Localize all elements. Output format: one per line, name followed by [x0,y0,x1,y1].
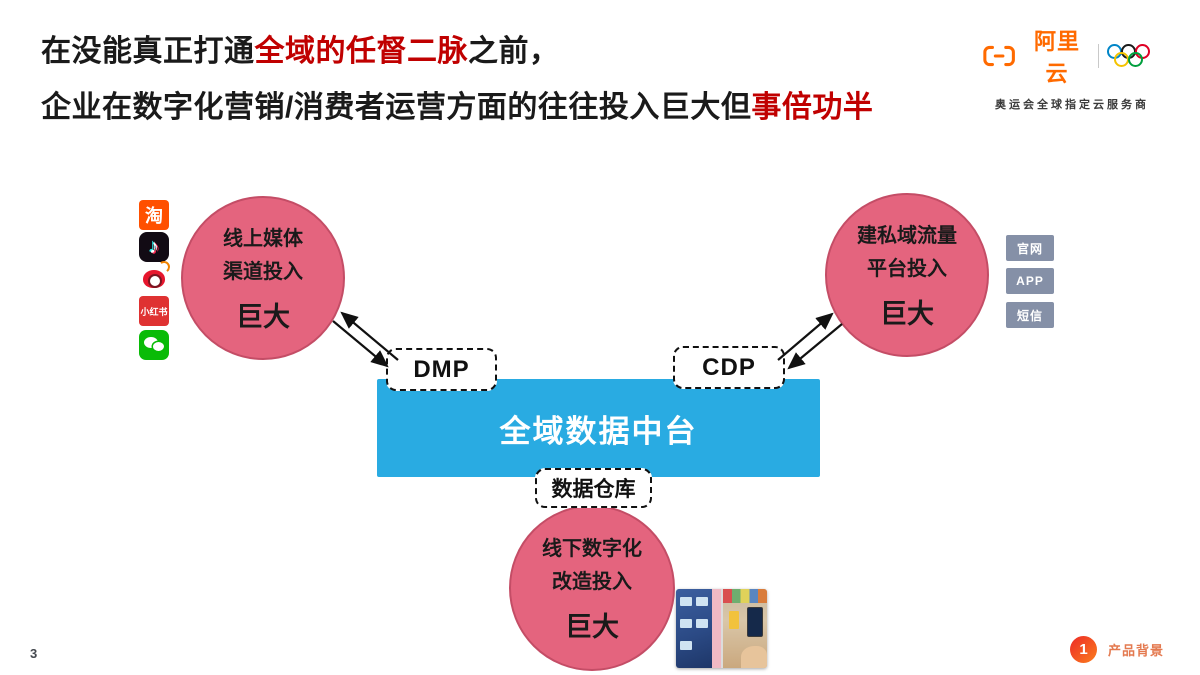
dmp-box: DMP [386,348,497,391]
online-media-circle: 线上媒体 渠道投入 巨大 [181,196,345,360]
offline-digital-circle: 线下数字化 改造投入 巨大 [509,505,675,671]
logo-tagline: 奥运会全球指定云服务商 [995,99,1149,111]
online-media-line2: 渠道投入 [223,260,303,283]
online-media-emphasis: 巨大 [236,301,290,332]
data-warehouse-box: 数据仓库 [535,468,652,508]
offline-retail-photo [676,589,767,668]
title-line-2: 企业在数字化营销/消费者运营方面的往往投入巨大但事倍功半 [41,80,873,136]
brand-name: 阿里云 [1034,29,1081,86]
private-traffic-circle: 建私域流量 平台投入 巨大 [825,193,989,357]
title-line1-dark2: 之前， [468,35,560,68]
taobao-icon: 淘 [139,200,169,230]
section-indicator: 1 产品背景 [1069,636,1164,663]
arrow-right-circle-to-cdp [787,323,843,370]
olympic-rings-icon [1106,43,1162,69]
offline-digital-emphasis: 巨大 [565,611,619,642]
data-warehouse-label: 数据仓库 [551,478,636,501]
channel-tag-app: APP [1006,268,1054,294]
title-line2-red: 事倍功半 [751,90,874,124]
page-number: 3 [30,646,38,661]
dmp-label: DMP [413,355,470,383]
data-platform-label: 全域数据中台 [499,413,698,449]
channel-tag-website-label: 官网 [1016,241,1043,256]
section-badge: 1 [1069,636,1097,663]
alibaba-cloud-logo: 阿里云 奥运会全球指定云服务商 [982,24,1162,112]
douyin-icon: ♪ [139,232,169,262]
private-traffic-line2: 平台投入 [867,257,947,280]
title-line1-dark: 在没能真正打通 [41,35,255,68]
arrow-cdp-to-right-circle [777,312,834,361]
channel-tag-sms-label: 短信 [1016,308,1043,323]
douyin-note-glyph: ♪ [149,235,159,258]
title-line1-red: 全域的任督二脉 [254,35,468,68]
title-line-1: 在没能真正打通全域的任督二脉之前， [41,24,873,80]
private-traffic-line1: 建私域流量 [857,224,957,247]
section-label: 产品背景 [1107,643,1164,658]
xiaohongshu-label: 小红书 [140,306,168,317]
wechat-icon [139,330,169,360]
slide-title: 在没能真正打通全域的任督二脉之前， 企业在数字化营销/消费者运营方面的往往投入巨… [41,24,873,135]
arrow-left-circle-to-dmp [332,320,389,368]
title-line2-dark: 企业在数字化营销/消费者运营方面的往往投入巨大但 [41,90,752,124]
alibaba-cloud-bracket-icon [983,45,1015,67]
online-media-line1: 线上媒体 [223,227,303,250]
logo-divider [1097,44,1099,68]
channel-tag-sms: 短信 [1006,302,1054,328]
weibo-icon [139,260,171,294]
offline-digital-line2: 改造投入 [552,570,632,593]
taobao-char: 淘 [145,206,163,226]
channel-tag-website: 官网 [1006,235,1054,261]
cdp-label: CDP [702,353,756,381]
private-traffic-emphasis: 巨大 [880,298,934,329]
channel-tag-app-label: APP [1016,274,1044,288]
cdp-box: CDP [673,346,785,389]
offline-digital-line1: 线下数字化 [542,537,642,560]
xiaohongshu-icon: 小红书 [139,296,169,326]
data-platform-bar: 全域数据中台 [377,379,820,477]
